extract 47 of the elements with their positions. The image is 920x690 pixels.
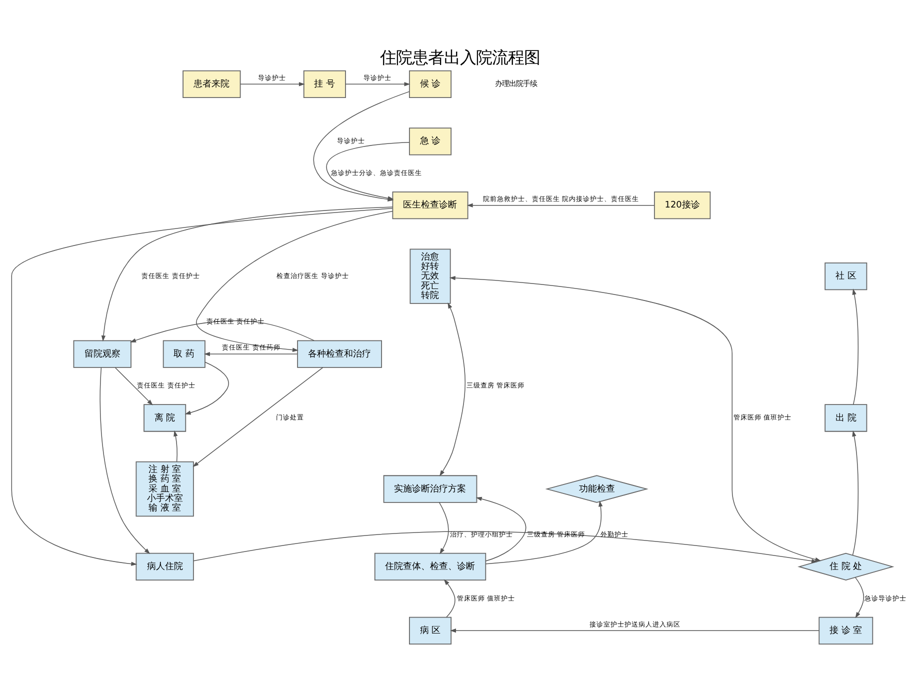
node-box: 医生检查诊断 bbox=[392, 191, 468, 219]
arrow bbox=[130, 320, 314, 342]
node-box: 病 区 bbox=[409, 616, 452, 644]
arrow bbox=[852, 430, 858, 555]
arrow bbox=[439, 302, 466, 476]
node-box: 留院观察 bbox=[73, 340, 132, 368]
node-box: 社 区 bbox=[824, 262, 868, 290]
arrow bbox=[114, 366, 153, 405]
node-diamond: 住 院 处 bbox=[798, 552, 894, 580]
node-box: 离 院 bbox=[144, 404, 186, 432]
node-box: 120接诊 bbox=[654, 191, 711, 219]
arrow bbox=[193, 530, 818, 563]
node-box: 出 院 bbox=[824, 404, 868, 432]
node-box: 候 诊 bbox=[409, 70, 452, 98]
node-box: 住院查体、检查、诊断 bbox=[374, 552, 486, 580]
arrow bbox=[854, 576, 864, 618]
node-box: 接 诊 室 bbox=[818, 616, 874, 644]
node-box: 各种检查和治疗 bbox=[297, 340, 382, 368]
arrow bbox=[466, 202, 654, 207]
arrow bbox=[485, 500, 603, 564]
arrow bbox=[11, 208, 393, 566]
arrow bbox=[101, 206, 393, 341]
arrow bbox=[438, 502, 449, 554]
node-box: 治愈 好转 无效 死亡 转院 bbox=[410, 248, 451, 304]
node-diamond: 功能检查 bbox=[545, 474, 648, 502]
arrow bbox=[450, 628, 820, 632]
node-box: 注 射 室 换 药 室 采 血 室 小手术室 输 液 室 bbox=[136, 460, 194, 516]
arrow bbox=[444, 578, 456, 617]
node-box: 患者来院 bbox=[182, 70, 241, 98]
arrow bbox=[476, 496, 526, 561]
arrow bbox=[240, 82, 305, 86]
node-box: 取 药 bbox=[162, 340, 206, 368]
arrow bbox=[204, 351, 298, 356]
arrow bbox=[449, 275, 822, 561]
node-box: 挂 号 bbox=[303, 70, 346, 98]
node-box: 急 诊 bbox=[409, 127, 452, 155]
diagram-title: 住院患者出入院流程图 bbox=[380, 48, 540, 67]
node-box: 病人住院 bbox=[136, 552, 194, 580]
arrow bbox=[184, 361, 229, 414]
arrow bbox=[100, 366, 150, 554]
node-box: 实施诊断治疗方案 bbox=[383, 474, 478, 502]
arrow bbox=[192, 366, 324, 466]
arrow bbox=[345, 82, 410, 86]
arrow bbox=[196, 210, 393, 352]
label: 办理出院手续 bbox=[494, 78, 537, 88]
arrow bbox=[852, 288, 859, 404]
arrow bbox=[174, 430, 178, 462]
